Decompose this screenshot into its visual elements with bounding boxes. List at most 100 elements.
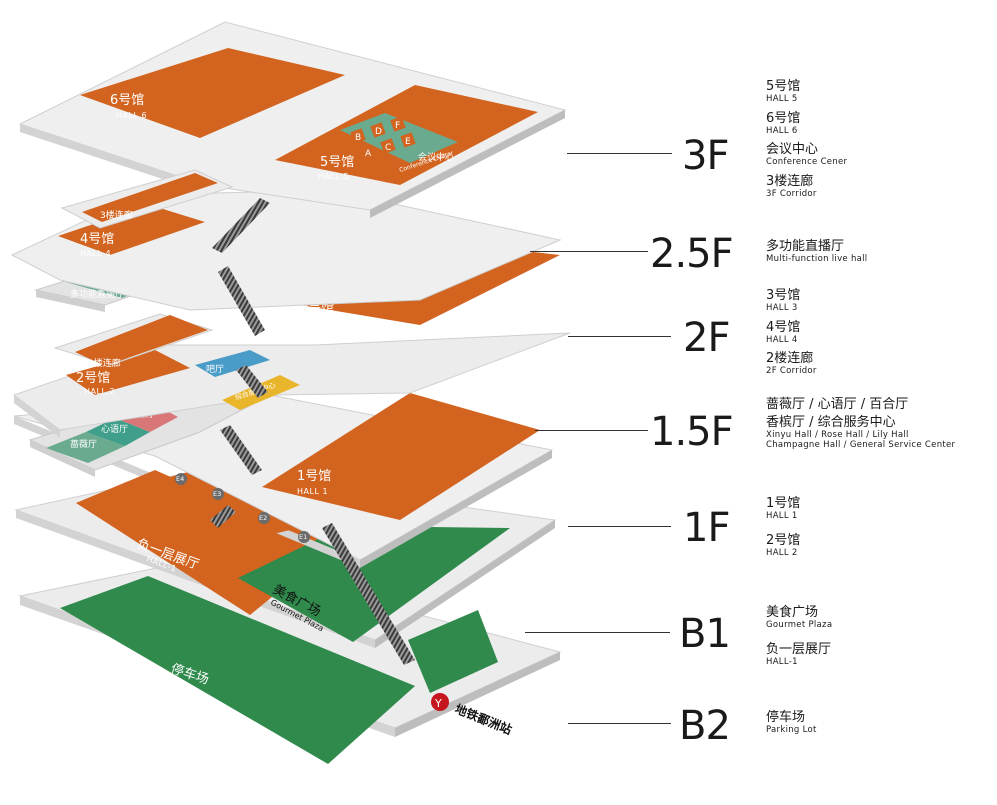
legend-2f-hall4-cn: 4号馆 <box>766 319 801 335</box>
lily-hall-area[interactable] <box>46 432 125 463</box>
legend-2f-hall4-en: HALL 4 <box>766 334 798 345</box>
escalator-b1-to-b2[interactable] <box>322 523 415 665</box>
hall-1-label-cn: 1号馆 <box>297 469 331 484</box>
legend-1f: 1号馆 HALL 1 2号馆 HALL 2 <box>766 496 801 558</box>
hall-5-label-en: HALL 5 <box>318 172 349 181</box>
lily-hall-label: 蔷薇厅 <box>70 438 97 450</box>
hall-2-lower-area[interactable] <box>76 470 290 548</box>
leader-2-5f <box>530 251 648 252</box>
legend-b1: 美食广场 Gourmet Plaza 负一层展厅 HALL-1 <box>766 605 833 667</box>
hall-6-label-en: HALL 6 <box>116 111 147 120</box>
metro-glyph-icon: Y <box>434 697 442 710</box>
leader-b2 <box>568 723 671 724</box>
floor-label-1-5f[interactable]: 1.5F <box>650 409 734 455</box>
floor-2f-upper: 4号馆 HALL 4 <box>10 189 562 311</box>
legend-1-5f-line2-en: Champagne Hall / General Service Center <box>766 439 956 450</box>
escalators <box>210 198 415 665</box>
legend-1-5f-line1-en: Xinyu Hall / Rose Hall / Lily Hall <box>766 429 909 440</box>
room-f-tile[interactable] <box>390 116 406 132</box>
legend-1f-hall1-en: HALL 1 <box>766 510 798 521</box>
room-f-label: F <box>395 121 400 131</box>
exit-e2-label: E2 <box>259 514 267 522</box>
conference-center-area[interactable] <box>340 113 458 163</box>
room-a-label: A <box>365 149 372 159</box>
legend-1f-hall2-cn: 2号馆 <box>766 532 801 548</box>
room-c-tile[interactable] <box>380 138 396 154</box>
leader-3f <box>567 153 672 154</box>
bar-area[interactable] <box>195 350 270 377</box>
hall-2-label-cn: 2号馆 <box>76 371 110 386</box>
legend-1f-hall1-cn: 1号馆 <box>766 496 801 511</box>
legend-b1-hall-en: HALL-1 <box>766 656 798 667</box>
legend-3f-conference-en: Conference Cener <box>766 157 848 168</box>
legend-3f: 5号馆 HALL 5 6号馆 HALL 6 会议中心 Conference Ce… <box>766 79 848 200</box>
legend-3f-conference-cn: 会议中心 <box>766 142 819 158</box>
floor-label-b1[interactable]: B1 <box>679 611 731 657</box>
legend-b1-hall-cn: 负一层展厅 <box>766 641 832 657</box>
room-a-tile[interactable] <box>360 144 376 160</box>
leader-1f <box>568 526 671 527</box>
hall-2-area[interactable] <box>66 350 190 395</box>
floor-label-1f[interactable]: 1F <box>683 505 730 551</box>
escalator-mid[interactable] <box>236 365 268 398</box>
floor-label-2f[interactable]: 2F <box>683 315 730 361</box>
legend-3f-hall5-cn: 5号馆 <box>766 79 801 94</box>
legend-2-5f-multi-en: Multi-function live hall <box>766 253 868 264</box>
hall-3-label-en: HALL 3 <box>300 320 331 329</box>
legend-2f-hall3-cn: 3号馆 <box>766 288 801 303</box>
exit-e1-marker[interactable] <box>298 531 310 543</box>
legend-2f-corridor-en: 2F Corridor <box>766 366 817 377</box>
parking-lot-area[interactable] <box>60 576 415 764</box>
hall-1-area[interactable] <box>262 393 540 520</box>
legend-3f-hall5-en: HALL 5 <box>766 93 798 104</box>
floor-b2: 停车场 Parking Lot Y 地铁鄱洲站 <box>18 557 562 764</box>
hall-4-label-en: HALL 4 <box>80 249 111 258</box>
legend-b1-gourmet-en: Gourmet Plaza <box>766 619 833 630</box>
leader-2f <box>568 336 671 337</box>
exit-e3-marker[interactable] <box>212 488 224 500</box>
escalator-2f-up[interactable] <box>218 266 265 336</box>
legend-b2-parking-en: Parking Lot <box>766 724 817 735</box>
legend-b1-gourmet-cn: 美食广场 <box>766 605 819 620</box>
escalator-1f-up[interactable] <box>220 425 262 475</box>
legend-2f-hall3-en: HALL 3 <box>766 302 798 313</box>
room-d-label: D <box>375 127 382 137</box>
floor-1-5f: 蔷薇厅 心语厅 百合厅 <box>28 394 271 477</box>
exit-e2-marker[interactable] <box>258 512 270 524</box>
hall-6-label-cn: 6号馆 <box>110 93 144 108</box>
corridor-2f-roof[interactable] <box>75 315 208 366</box>
conference-room-tiles: B D F A C E <box>350 116 416 160</box>
b2-green-strip <box>408 610 498 693</box>
legend-2-5f-multi-cn: 多功能直播厅 <box>766 239 845 254</box>
metro-station-label: 地铁鄱洲站 <box>453 701 514 737</box>
legend-1f-hall2-en: HALL 2 <box>766 547 798 558</box>
conference-label: 会议中心 <box>418 151 454 163</box>
room-e-label: E <box>405 137 411 147</box>
gourmet-plaza-area[interactable] <box>238 526 510 642</box>
escalator-3f-up[interactable] <box>212 198 270 253</box>
legend-3f-corridor-cn: 3楼连廊 <box>766 174 814 190</box>
room-b-label: B <box>355 133 361 143</box>
floor-label-3f[interactable]: 3F <box>682 133 729 179</box>
exit-e1-label: E1 <box>299 533 307 541</box>
corridor-3f-roof[interactable] <box>82 173 218 222</box>
floor-label-2-5f[interactable]: 2.5F <box>650 231 734 277</box>
legend-b2: 停车场 Parking Lot <box>766 710 817 736</box>
leader-b1 <box>525 632 670 633</box>
room-d-tile[interactable] <box>370 122 386 138</box>
legend-3f-hall6-en: HALL 6 <box>766 125 798 136</box>
hall-2-label-en: HALL 2 <box>84 387 115 396</box>
leader-1-5f <box>535 430 648 431</box>
hall-4-area[interactable] <box>58 205 205 255</box>
xinyu-hall-area[interactable] <box>86 418 150 446</box>
hall-4-label-cn: 4号馆 <box>80 232 114 247</box>
room-e-tile[interactable] <box>400 132 416 148</box>
hall-6-area[interactable] <box>80 48 345 138</box>
exit-e4-marker[interactable] <box>175 473 187 485</box>
floor-label-b2[interactable]: B2 <box>679 703 731 749</box>
room-b-tile[interactable] <box>350 128 366 144</box>
escalator-1f-down[interactable] <box>210 505 236 528</box>
hall-3-label-cn: 3号馆 <box>300 302 334 317</box>
legend-2-5f: 多功能直播厅 Multi-function live hall <box>766 239 868 265</box>
